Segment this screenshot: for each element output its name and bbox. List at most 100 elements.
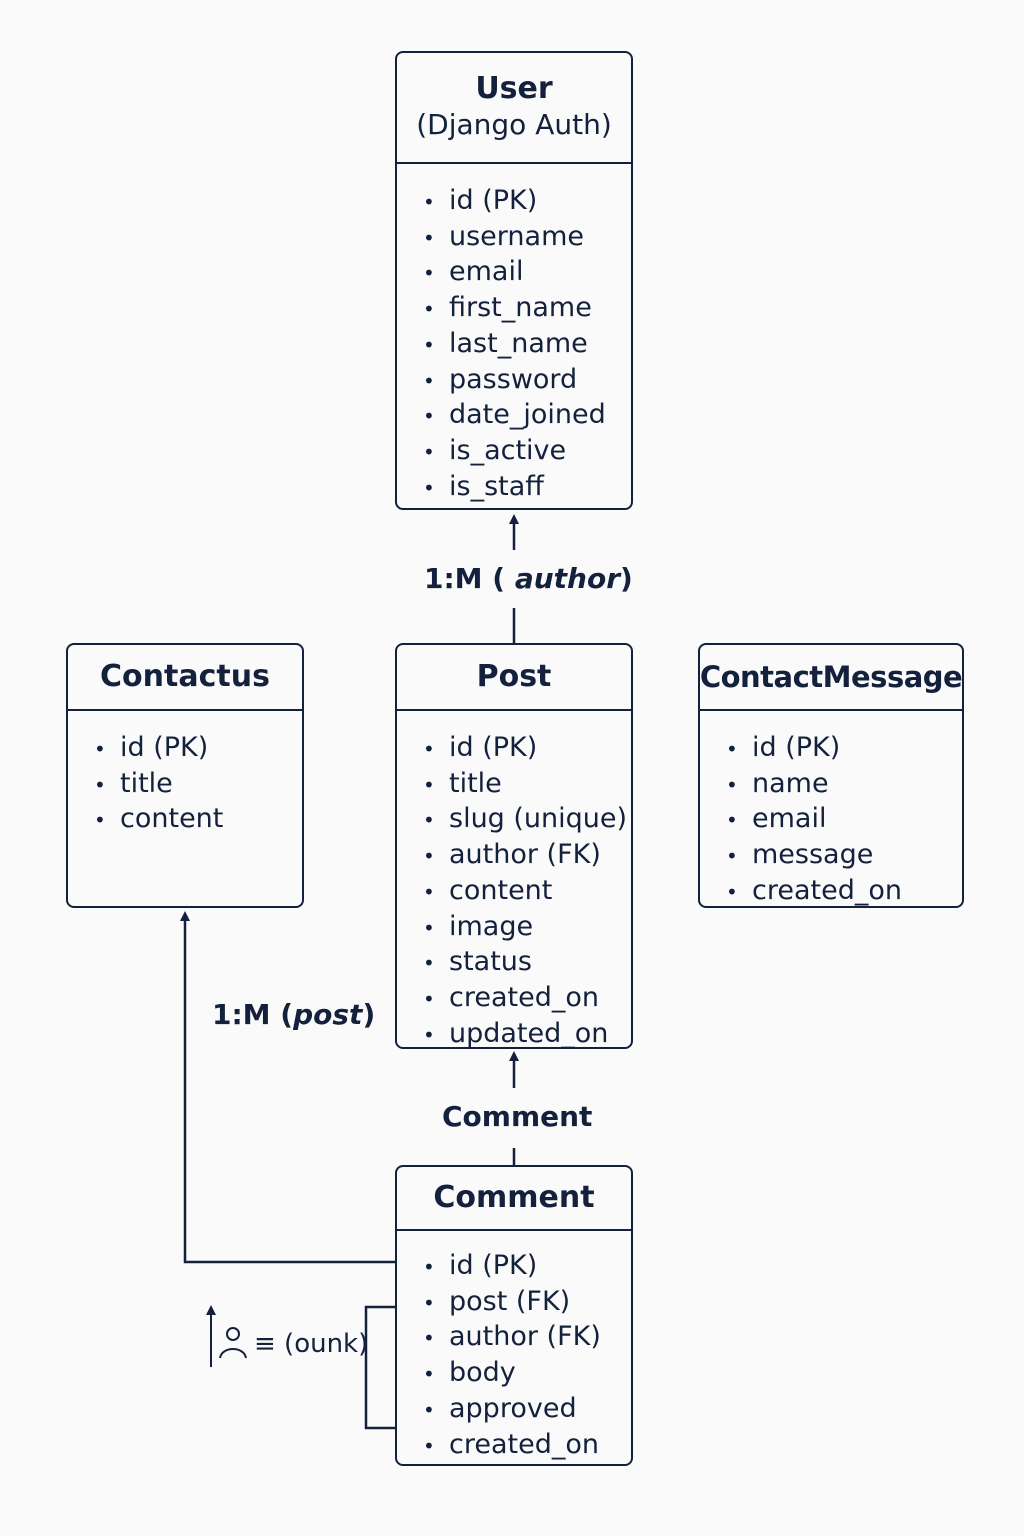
field-label: id (PK) [752, 732, 841, 763]
relation-note-text: ≡ (ounk) [254, 1329, 369, 1359]
bullet-icon: • [423, 190, 435, 214]
entity-post-name: Post [476, 659, 552, 694]
connector-comment-contactus [180, 911, 395, 1264]
relation-label-post-user: 1:M ( author) [424, 562, 633, 595]
bullet-icon: • [423, 332, 435, 357]
entity-field: •content [94, 802, 302, 838]
bullet-icon: • [423, 915, 435, 940]
field-label: title [120, 767, 173, 799]
bullet-icon: • [423, 1433, 435, 1458]
user-icon [219, 1327, 247, 1359]
field-label: username [449, 220, 584, 252]
relation-label-comment-post: Comment [442, 1100, 593, 1133]
entity-field: • username [423, 220, 631, 256]
bullet-icon: • [423, 951, 435, 976]
bullet-icon: • [423, 225, 435, 250]
entity-field: •last_name [423, 327, 631, 363]
entity-field: •author (FK) [423, 838, 631, 874]
entity-contactus-header: Contactus [68, 645, 302, 711]
entity-field: • author (FK) [423, 1320, 631, 1356]
entity-field: •slug (unique) [423, 802, 631, 838]
entity-field: •status [423, 945, 631, 981]
entity-post-fields: •id (PK)•title•slug (unique)•author (FK)… [397, 711, 631, 1052]
relation-note-comment-self: ≡ (ounk) [218, 1324, 368, 1364]
bullet-icon: • [423, 1362, 435, 1387]
entity-field: •password [423, 363, 631, 399]
entity-comment-name: Comment [433, 1180, 595, 1215]
field-label: date_joined [449, 399, 606, 431]
bullet-icon: • [423, 879, 435, 904]
field-label: created_on [449, 981, 599, 1013]
entity-field: •email [726, 802, 962, 838]
field-label: updated_on [449, 1017, 609, 1049]
entity-contact-message-fields: • id (PK) •name•email • message • created_on [700, 711, 962, 910]
bullet-icon: • [423, 1022, 435, 1047]
entity-comment-header: Comment [397, 1167, 631, 1231]
bullet-icon: • [94, 808, 106, 833]
field-label: title [449, 767, 502, 799]
connector-comment-self [364, 1305, 395, 1430]
bullet-icon: • [423, 808, 435, 833]
entity-field: •name [726, 767, 962, 803]
entity-user-fields: •id (PK)•username•email•first_name•last_… [397, 164, 631, 505]
field-label: password [449, 363, 578, 395]
entity-field: •body [423, 1356, 631, 1392]
bullet-icon: • [423, 772, 435, 797]
bullet-icon: • [423, 1255, 435, 1279]
entity-field: •email [423, 255, 631, 291]
field-label: id (PK) [120, 732, 209, 763]
bullet-icon: • [423, 1326, 435, 1351]
bullet-icon: • [423, 261, 435, 286]
field-label: content [449, 874, 553, 906]
entity-user-name: User [475, 71, 553, 107]
entity-field: • is_staff [423, 470, 631, 506]
entity-field: •title [94, 767, 302, 803]
entity-comment: Comment •id (PK)•post (FK)•author (FK)•b… [395, 1165, 633, 1466]
field-label: first_name [449, 292, 592, 324]
entity-contactus-name: Contactus [100, 659, 270, 694]
field-label: created_on [752, 874, 902, 906]
bullet-icon: • [423, 986, 435, 1011]
entity-field: • created_on [726, 874, 962, 910]
entity-contactus-fields: •id (PK)•title•content [68, 711, 302, 838]
entity-field: • created_on [423, 1428, 631, 1464]
bullet-icon: • [423, 475, 435, 500]
field-label: created_on [449, 1428, 599, 1460]
entity-post-header: Post [397, 645, 631, 711]
entity-contact-message: ContactMessage • id (PK) •name•email • messa… [698, 643, 964, 908]
bullet-icon: • [423, 404, 435, 429]
entity-field: •approved [423, 1392, 631, 1428]
entity-field: • id (PK) [423, 184, 631, 220]
entity-contact-message-header: ContactMessage [699, 645, 963, 711]
entity-field: • date_joined [423, 398, 631, 434]
field-label: id (PK) [449, 185, 538, 216]
field-label: image [449, 910, 534, 942]
entity-field: • id (PK) [94, 731, 302, 767]
entity-field: • title [423, 767, 631, 803]
entity-post: Post •id (PK)•title•slug (unique)•author… [395, 643, 633, 1049]
bullet-icon: • [94, 737, 106, 761]
field-label: is_staff [449, 470, 544, 502]
bullet-icon: • [726, 737, 738, 761]
entity-comment-fields: •id (PK)•post (FK)•author (FK)•body•appr… [397, 1231, 631, 1463]
entity-field: • updated_on [423, 1017, 631, 1053]
field-label: is_active [449, 434, 567, 466]
entity-user-subtitle: (Django Auth) [416, 108, 612, 142]
entity-field: • created_on [423, 981, 631, 1017]
relation-label-comment-contactus: 1:M (post) [212, 998, 376, 1031]
bullet-icon: • [726, 844, 738, 869]
bullet-icon: • [423, 1290, 435, 1315]
entity-contactus: Contactus •id (PK)•title•content [66, 643, 304, 908]
field-label: message [752, 839, 874, 871]
entity-user-header: User (Django Auth) [397, 53, 631, 164]
field-label: author (FK) [449, 839, 601, 871]
bullet-icon: • [726, 879, 738, 904]
bullet-icon: • [423, 439, 435, 464]
entity-user: User (Django Auth) • id (PK) • username•ema… [395, 51, 633, 510]
entity-contact-message-name: ContactMessage [699, 659, 963, 694]
bullet-icon: • [423, 297, 435, 322]
entity-field: • message [726, 838, 962, 874]
field-label: author (FK) [449, 1321, 601, 1353]
